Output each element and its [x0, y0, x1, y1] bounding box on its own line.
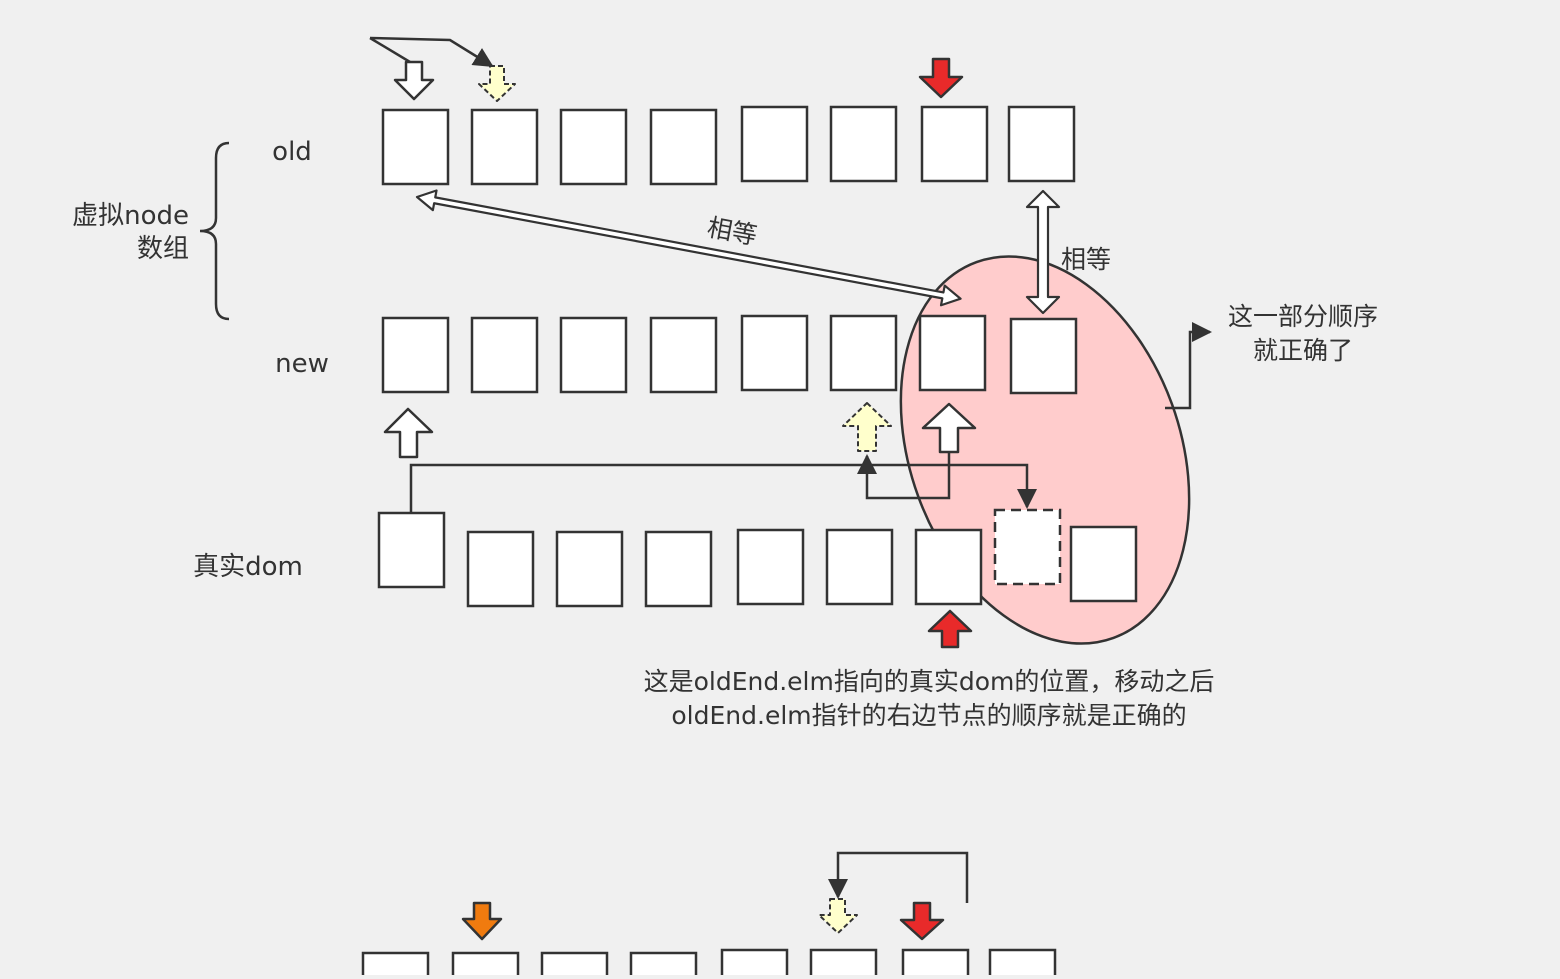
next-node-2: [451, 951, 520, 979]
old-pointer-hook-line: [369, 36, 411, 64]
old-end-note-line1: 这是oldEnd.elm指向的真实dom的位置，移动之后: [644, 667, 1215, 696]
next-node-8: [988, 948, 1057, 979]
dom-node-7: [914, 528, 983, 606]
equal-label-diagonal: 相等: [705, 213, 759, 251]
next-node-6: [809, 948, 878, 979]
old-end-note-line2: oldEnd.elm指针的右边节点的顺序就是正确的: [671, 701, 1186, 730]
old-end-pointer-arrow-icon: [918, 57, 964, 99]
new-node-4: [649, 316, 718, 394]
old-pointer-move-connector: [369, 36, 494, 68]
new-node-8: [1009, 317, 1078, 395]
dom-node-3: [555, 530, 624, 608]
correct-region-callout-line: [1165, 322, 1212, 410]
old-node-1: [381, 108, 450, 186]
next-end-pointer-arrow-icon: [899, 901, 945, 941]
old-label: old: [272, 137, 312, 167]
next-node-1: [361, 951, 430, 979]
old-node-2: [470, 108, 539, 186]
next-pointer-move-connector: [828, 851, 969, 903]
new-node-5: [740, 314, 809, 392]
new-pointer-moving-arrow-icon: [842, 402, 892, 452]
dom-node-1: [377, 511, 446, 589]
old-node-5: [740, 105, 809, 183]
next-moving-pointer-arrow-icon: [818, 898, 858, 934]
vnode-label-line2: 数组: [137, 234, 189, 264]
old-row: [381, 105, 1076, 186]
old-start-pointer-arrow-icon: [393, 60, 435, 101]
next-start-pointer-arrow-icon: [461, 901, 503, 941]
vnode-array-brace: [199, 141, 230, 321]
dom-node-moved-placeholder: [993, 508, 1062, 586]
dom-node-4: [644, 530, 713, 608]
next-node-4: [629, 951, 698, 979]
next-node-5: [720, 948, 789, 979]
new-node-7: [918, 314, 987, 392]
vnode-label-line1: 虚拟node: [72, 201, 189, 231]
new-pointer-move-connector: [857, 452, 951, 500]
new-node-3: [559, 316, 628, 394]
new-label: new: [275, 349, 329, 379]
equal-diagonal-double-arrow-icon: [415, 189, 962, 307]
connectors: [369, 36, 1212, 903]
correct-part-text-line2: 就正确了: [1253, 336, 1353, 365]
new-node-2: [470, 316, 539, 394]
dom-old-end-pointer-arrow-icon: [927, 609, 973, 649]
next-node-7: [901, 948, 970, 979]
old-node-6: [829, 105, 898, 183]
dom-node-6: [825, 528, 894, 606]
new-row: [381, 314, 1078, 395]
dom-move-connector: [409, 463, 1037, 512]
new-node-1: [381, 316, 450, 394]
correct-part-text-line1: 这一部分顺序: [1228, 302, 1378, 331]
old-pointer-moving-arrow-icon: [478, 65, 516, 102]
next-node-3: [540, 951, 609, 979]
new-node-6: [829, 314, 898, 392]
old-node-4: [649, 108, 718, 186]
real-dom-label: 真实dom: [193, 552, 303, 582]
next-step-row: [361, 948, 1057, 979]
dom-node-5: [736, 528, 805, 606]
old-node-7: [920, 105, 989, 183]
equal-vertical-double-arrow-icon: [1025, 189, 1061, 315]
old-node-8: [1007, 105, 1076, 183]
equal-label-vertical: 相等: [1061, 245, 1111, 274]
old-node-3: [559, 108, 628, 186]
dom-node-9: [1069, 525, 1138, 603]
dom-node-2: [466, 530, 535, 608]
new-start-pointer-arrow-icon: [383, 407, 434, 459]
real-dom-row: [377, 508, 1138, 608]
